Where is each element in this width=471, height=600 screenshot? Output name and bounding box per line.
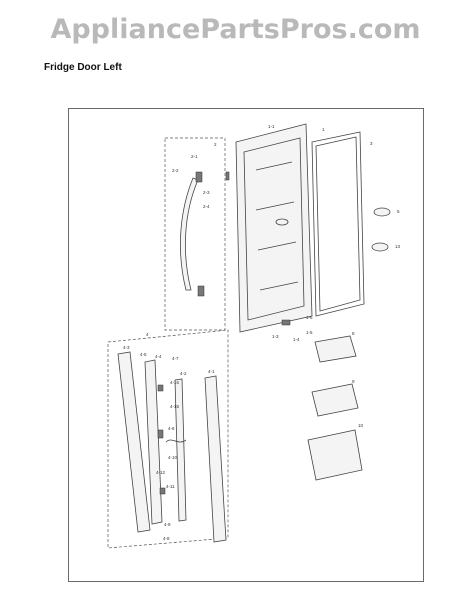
- cover-strip-4-2[interactable]: [174, 378, 187, 522]
- callout-1-4: 1-4: [293, 337, 300, 342]
- handle-screw[interactable]: [225, 171, 230, 181]
- watermark-logo: AppliancePartsPros.com: [50, 14, 421, 45]
- handle-group-outline: [164, 137, 226, 331]
- door-gasket[interactable]: [311, 131, 365, 317]
- callout-4-5: 4-5: [140, 352, 147, 357]
- callout-2-4: 2-4: [203, 204, 210, 209]
- cover-group-outline: [107, 329, 229, 549]
- door-bin-10[interactable]: [307, 429, 363, 481]
- callout-4-12: 4-12: [156, 470, 166, 475]
- callout-4-9: 4-9: [164, 522, 171, 527]
- callout-2: 2: [214, 142, 217, 147]
- callout-4-15: 4-15: [170, 404, 180, 409]
- clip-4-16[interactable]: [157, 384, 164, 392]
- callout-1-6: 1-6: [306, 315, 313, 320]
- callout-1-3: 1-3: [272, 334, 279, 339]
- door-gasket-inner: [315, 136, 361, 312]
- callout-1-1: 1-1: [268, 124, 275, 129]
- handle-bracket-top[interactable]: [195, 171, 203, 183]
- callout-4-1: 4-1: [208, 369, 215, 374]
- door-inner-panel: [243, 137, 305, 321]
- door-handle[interactable]: [180, 177, 199, 291]
- callout-4-11: 4-11: [166, 484, 175, 489]
- callout-10: 10: [358, 423, 364, 428]
- cap-part-5[interactable]: [373, 207, 391, 217]
- callout-4-3: 4-3: [123, 345, 130, 350]
- cover-strip-4-3[interactable]: [117, 351, 151, 533]
- callout-4-10: 4-10: [168, 455, 178, 460]
- callout-4-6: 4-6: [168, 426, 175, 431]
- clip-4-6[interactable]: [157, 429, 164, 439]
- callout-1-5: 1-5: [306, 330, 313, 335]
- cover-strip-4-1[interactable]: [204, 375, 227, 543]
- clip-4-11[interactable]: [159, 487, 166, 495]
- door-bin-9[interactable]: [311, 383, 359, 417]
- wire-4-10: [165, 439, 187, 443]
- callout-2-3: 2-3: [203, 190, 210, 195]
- cap-part-13[interactable]: [371, 242, 389, 252]
- handle-bracket-bottom[interactable]: [197, 285, 205, 297]
- diagram-frame: [68, 108, 424, 582]
- cover-strip-4-4[interactable]: [144, 359, 163, 525]
- callout-5: 5: [397, 209, 400, 214]
- callout-9: 9: [352, 379, 355, 384]
- door-bin-8[interactable]: [314, 335, 357, 363]
- callout-4-4: 4-4: [155, 354, 162, 359]
- callout-3: 3: [370, 141, 373, 146]
- callout-2-2: 2-2: [172, 168, 179, 173]
- callout-4-2: 4-2: [180, 371, 187, 376]
- callout-8: 8: [352, 331, 355, 336]
- door-shelf-ribs: [255, 161, 299, 291]
- callout-4-7: 4-7: [172, 356, 179, 361]
- door-assembly[interactable]: [235, 123, 313, 333]
- diagram-title: Fridge Door Left: [44, 62, 122, 73]
- callout-13: 13: [395, 244, 401, 249]
- door-fitting: [275, 218, 289, 226]
- callout-4-8: 4-8: [163, 536, 170, 541]
- door-hinge[interactable]: [281, 319, 291, 326]
- callout-1: 1: [322, 127, 325, 132]
- callout-2-1: 2-1: [191, 154, 198, 159]
- callout-4: 4: [146, 332, 149, 337]
- callout-4-16: 4-16: [170, 380, 180, 385]
